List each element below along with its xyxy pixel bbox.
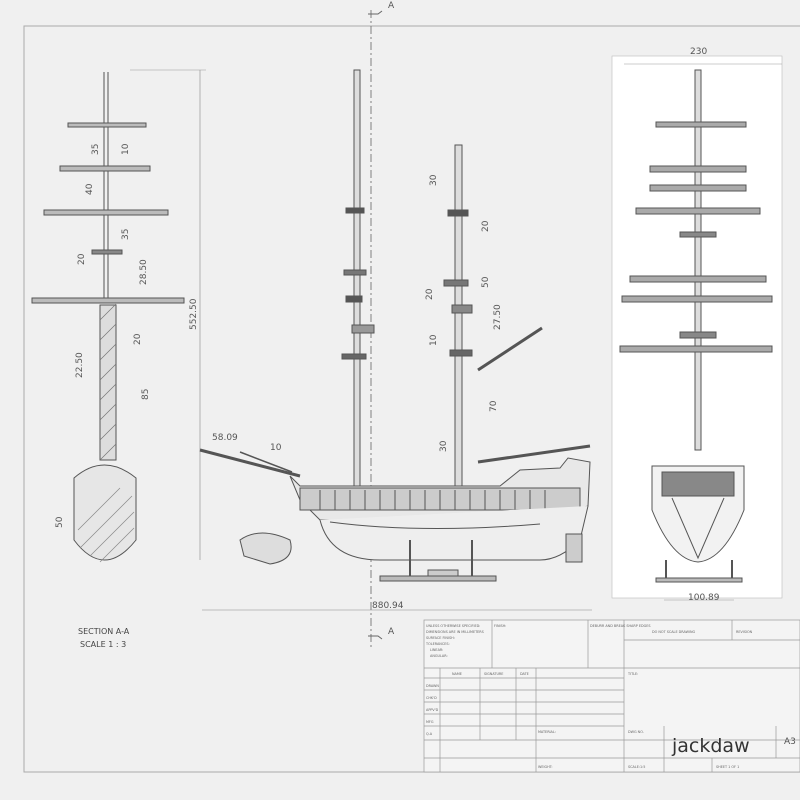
- dim-side-27: 27.50: [493, 304, 503, 330]
- dim-side-20b: 20: [425, 288, 435, 300]
- note-2: SURFACE FINISH:: [426, 636, 455, 640]
- sheet-label: SHEET 1 OF 1: [716, 765, 739, 769]
- dim-front-base: 100.89: [688, 593, 720, 603]
- row-chkd: CHK'D: [426, 696, 437, 700]
- dim-side-70: 70: [489, 400, 499, 412]
- col-header-date: DATE: [520, 672, 529, 676]
- title-block-text: UNLESS OTHERWISE SPECIFIED: DIMENSIONS A…: [425, 624, 796, 769]
- dwg-no-label: DWG NO.: [628, 730, 644, 734]
- do-not-scale-label: DO NOT SCALE DRAWING: [652, 630, 696, 634]
- note-1: DIMENSIONS ARE IN MILLIMETERS: [426, 630, 484, 634]
- section-marker-bottom: A: [388, 627, 395, 637]
- note-0: UNLESS OTHERWISE SPECIFIED:: [426, 624, 480, 628]
- dim-20: 20: [77, 253, 87, 265]
- dim-50: 50: [55, 516, 65, 528]
- section-scale: SCALE 1 : 3: [80, 640, 126, 649]
- title-block: [423, 619, 800, 773]
- dim-side-30b: 30: [439, 440, 449, 452]
- finish-label: FINISH:: [494, 624, 506, 628]
- scale-label: SCALE:1:5: [628, 765, 645, 769]
- section-title: SECTION A-A: [78, 627, 130, 636]
- deburr-label: DEBURR AND BREAK SHARP EDGES: [590, 624, 651, 628]
- title-label: TITLE:: [627, 672, 638, 676]
- sheet-size: A3: [784, 737, 796, 747]
- section-view: [31, 69, 206, 563]
- dim-overall-height: 552.50: [189, 298, 199, 330]
- dim-20b: 20: [133, 333, 143, 345]
- row-appvd: APPV'D: [426, 708, 439, 712]
- section-marker-top: A: [388, 1, 395, 11]
- dim-28: 28.50: [139, 259, 149, 285]
- dim-side-10: 10: [270, 443, 282, 453]
- dim-85: 85: [141, 389, 151, 400]
- note-3: TOLERANCES:: [425, 642, 450, 646]
- dim-40: 40: [85, 183, 95, 195]
- dim-35: 35: [91, 144, 101, 155]
- dim-bowsprit-angle: 58.09: [212, 433, 238, 443]
- weight-label: WEIGHT:: [538, 765, 553, 769]
- row-qa: Q.A: [426, 732, 433, 736]
- dim-10: 10: [121, 143, 131, 155]
- drawing-frame: [23, 25, 800, 773]
- dim-front-width: 230: [690, 47, 707, 57]
- note-5: ANGULAR:: [430, 654, 448, 658]
- dim-35b: 35: [121, 229, 131, 240]
- side-view-ship: [199, 69, 592, 611]
- dim-side-20a: 20: [481, 220, 491, 232]
- dim-22: 22.50: [75, 352, 85, 378]
- note-4: LINEAR:: [430, 648, 443, 652]
- side-view-dimensions: 58.09 10 30 20 20 50 27.50 10 70 30 880.…: [212, 174, 503, 611]
- front-view-ship: [619, 63, 782, 601]
- material-label: MATERIAL:: [538, 730, 556, 734]
- dim-side-50: 50: [481, 276, 491, 288]
- dim-side-10b: 10: [429, 334, 439, 346]
- col-header-name: NAME: [452, 672, 462, 676]
- section-view-dimensions: 552.50 35 10 40 35 20 28.50 20 22.50 85 …: [55, 143, 199, 528]
- dim-side-30: 30: [429, 174, 439, 186]
- dim-overall-length: 880.94: [372, 601, 404, 611]
- row-mfg: MFG: [426, 720, 434, 724]
- col-header-signature: SIGNATURE: [484, 672, 503, 676]
- row-drawn: DRAWN: [426, 684, 439, 688]
- drawing-name: jackdaw: [671, 735, 750, 757]
- revision-label: REVISION: [736, 630, 753, 634]
